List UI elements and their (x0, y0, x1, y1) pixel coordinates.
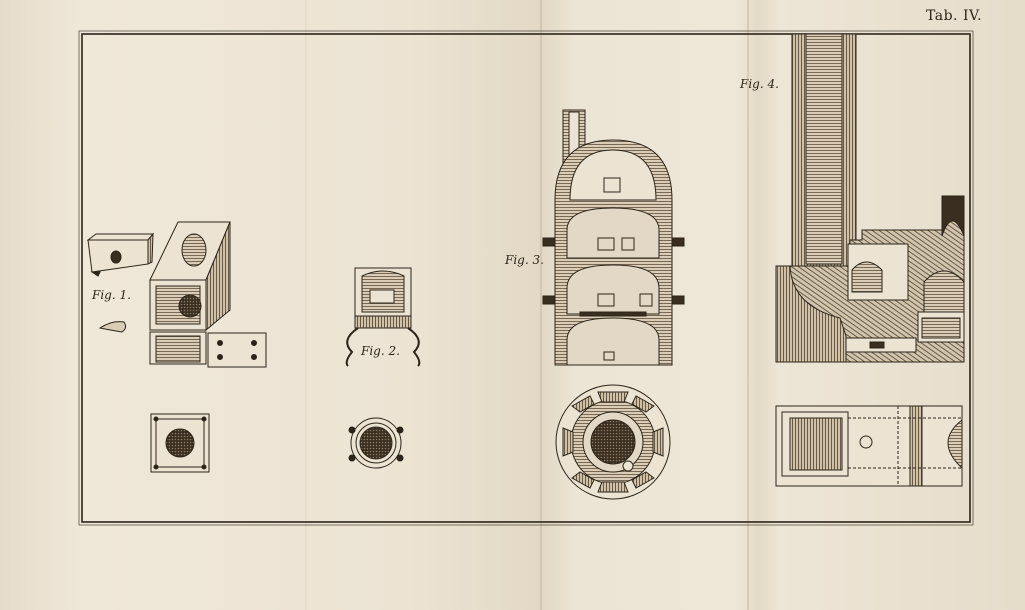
fig-4-furnace-section (775, 33, 965, 487)
fig-1-plan (150, 413, 210, 473)
fig-2-label: Fig. 2. (361, 344, 400, 358)
fig-4-label: Fig. 4. (740, 77, 779, 91)
hook-drawing (98, 321, 127, 333)
fig-3-label: Fig. 3. (505, 253, 544, 267)
fig-2-brazier (345, 267, 421, 469)
cube-stove-drawing (149, 221, 267, 368)
plate-number: Tab. IV. (926, 8, 983, 24)
tray-drawing (86, 232, 155, 277)
fig-3-plan (555, 384, 671, 500)
fig-1-label: Fig. 1. (92, 288, 131, 302)
fig-3-furnace (542, 109, 685, 500)
plate-border (78, 30, 974, 526)
fig-4-plan (775, 405, 963, 487)
fig-1-stove (86, 221, 267, 473)
paper-folds (305, 0, 749, 610)
fig-2-plan (348, 417, 404, 469)
